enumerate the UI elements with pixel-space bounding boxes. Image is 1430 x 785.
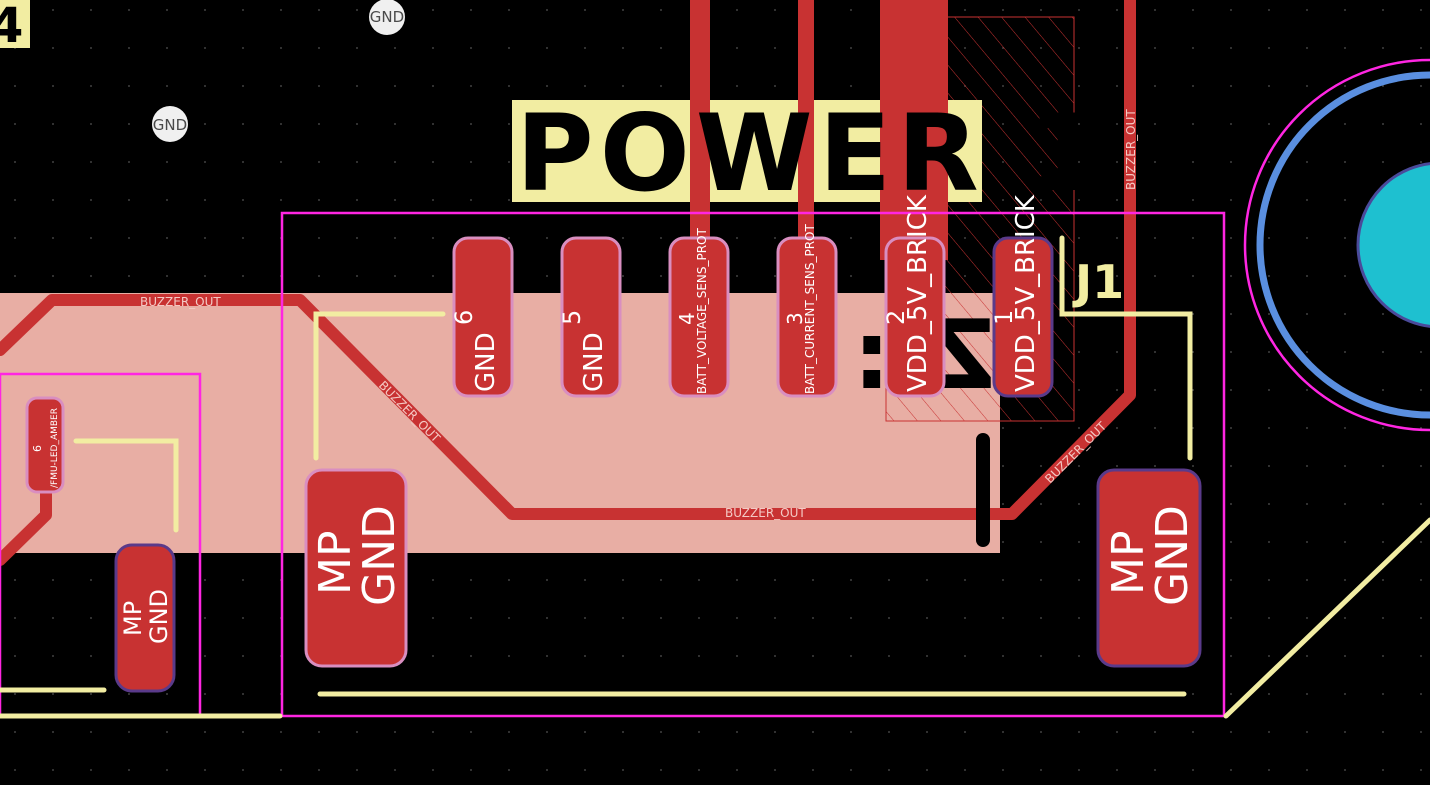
pad-number: 3 [783,312,807,325]
mount-pad-label: MP [1103,531,1154,596]
track-net-label: BUZZER_OUT [725,506,806,520]
via-net-label: GND [153,116,187,134]
via[interactable]: GND [152,106,188,142]
via-net-label: GND [370,8,404,26]
pad-label: GND [471,332,501,392]
mount-pad-net: GND [1147,505,1198,606]
track-net-label: BUZZER_OUT [140,295,221,309]
pad-label: GND [579,332,609,392]
connector-courtyard [280,211,1226,718]
pad-label: VDD_5V_BRICK [903,194,933,392]
smd-pad[interactable]: GND 6 [450,236,514,398]
pad-number: 4 [675,312,699,325]
smd-pad-left[interactable]: 6/FMU-LED_AMBER [25,396,65,494]
pad-number: 2 [882,310,910,325]
mounting-hole[interactable] [1243,58,1430,432]
edge-partial-text: 4 [0,0,23,54]
mount-pad-label: MP [310,531,361,596]
track-net-label: BUZZER_OUT [1124,109,1138,190]
track-net-label: BUZZER_OUT [1042,419,1109,486]
pad-number: 6 [31,445,44,452]
pad-number: 1 [990,310,1018,325]
silk-outline [0,235,1430,719]
pad-label: BATT_CURRENT_SENS_PROT [803,224,817,394]
pad-label: VDD_5V_BRICK [1011,194,1041,392]
pad-label: BATT_VOLTAGE_SENS_PROT [695,227,709,394]
pad-number: 6 [450,310,478,325]
mount-pad-net: GND [145,589,173,644]
pad-label: /FMU-LED_AMBER [50,408,60,488]
via[interactable]: GND [369,0,405,35]
mount-pad-net: GND [354,505,405,606]
silk-title: POWER 1 [516,92,1107,215]
mount-pad-label: MP [119,601,147,636]
ref-designator: J1 [1072,255,1124,309]
smd-pad[interactable]: GND 5 [558,236,622,398]
pad-number: 5 [558,310,586,325]
